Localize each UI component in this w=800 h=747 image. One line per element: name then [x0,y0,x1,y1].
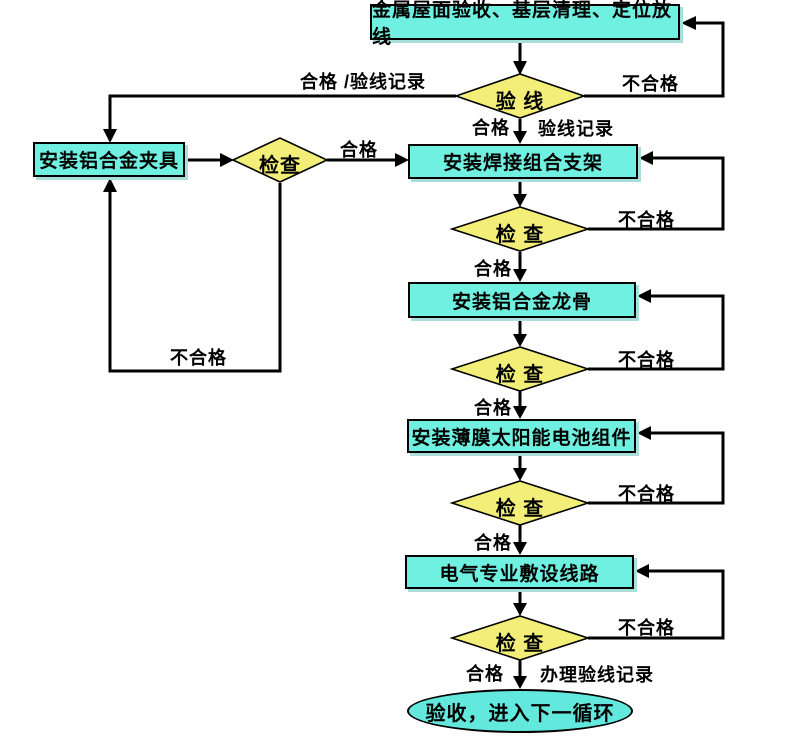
node-check-keel-decision-shape [449,346,591,392]
label-pass-bracket: 合格 [474,259,512,279]
label-pass-keel: 合格 [474,398,512,418]
arrowhead-wiring-to-check [513,603,527,616]
label-fail-clamp: 不合格 [170,348,227,368]
label-fail-wiring: 不合格 [618,618,675,638]
edge-wiringcheck-fail-loop [588,569,725,640]
arrowhead-panelcheck-fail-loop [637,426,651,440]
node-check-wiring-label: 检 查 [495,633,545,655]
arrowhead-wiringcheck-fail-loop [635,564,649,578]
label-fail-bracket: 不合格 [618,210,675,230]
label-pass-clamp: 合格 [340,140,378,160]
node-install-welded-bracket: 安装焊接组合支架 [408,144,638,179]
arrowhead-keelcheck-to-panel [513,406,527,419]
node-end-acceptance: 验收，进入下一循环 [407,689,633,733]
edge-verify-pass-to-clamp [108,94,456,130]
label-pass-verify: 合格 [472,118,510,138]
arrowhead-keelcheck-fail-loop [637,289,651,303]
arrowhead-bracketcheck-to-keel [513,269,527,282]
label-fail-panel: 不合格 [618,484,675,504]
edge-clampcheck-fail-loop [108,183,282,373]
edge-bracketcheck-fail-loop [588,156,725,231]
arrowhead-clamp-to-check [220,153,234,167]
arrowhead-verify-to-bracket [513,131,527,144]
arrowhead-wiringcheck-to-end [513,676,527,689]
arrowhead-clampcheck-fail-loop [103,178,117,192]
edge-verify-fail-loop [584,21,725,98]
label-fail-keel: 不合格 [618,350,675,370]
arrowhead-verify-pass-to-clamp [103,129,117,143]
label-fail-verify: 不合格 [622,74,679,94]
node-check-keel-label: 检 查 [495,364,545,386]
edge-panelcheck-fail-loop [588,431,725,505]
node-check-clamps-label: 检查 [259,155,301,177]
node-check-bracket-decision-shape [449,206,591,252]
arrowhead-start-to-verify [513,61,527,75]
label-record-verify: 验线记录 [538,119,614,139]
edge-keelcheck-fail-loop [588,294,725,371]
arrowhead-keel-to-check [513,334,527,347]
node-install-aluminum-keel: 安装铝合金龙骨 [408,282,636,318]
node-check-bracket-label: 检 查 [495,224,545,246]
arrowhead-bracket-to-check [513,194,527,207]
label-pass-wiring: 合格 [466,664,504,684]
node-check-clamps-decision-shape [231,137,329,183]
node-roof-acceptance: 金属屋面验收、基层清理、定位放线 [370,0,680,48]
label-final-record: 办理验线记录 [540,665,654,685]
node-check-panels-decision-shape [449,480,591,526]
node-install-clamps: 安装铝合金夹具 [33,142,185,177]
node-install-electrical-wiring: 电气专业敷设线路 [405,555,634,589]
arrowhead-panel-to-check [513,468,527,481]
arrowhead-panelcheck-to-wiring [513,542,527,555]
label-pass-record-top: 合格 /验线记录 [300,72,427,92]
arrowhead-verify-fail-loop [681,16,696,30]
arrowhead-bracketcheck-fail-loop [639,151,653,165]
arrowhead-clampcheck-pass-to-bracket [395,153,409,167]
label-pass-panel: 合格 [474,533,512,553]
node-verify-line-label: 验 线 [495,91,545,113]
node-install-solar-panels: 安装薄膜太阳能电池组件 [407,419,636,453]
node-check-wiring-decision-shape [449,615,591,661]
node-verify-line-decision-shape [453,73,587,119]
node-check-panels-label: 检 查 [495,498,545,520]
